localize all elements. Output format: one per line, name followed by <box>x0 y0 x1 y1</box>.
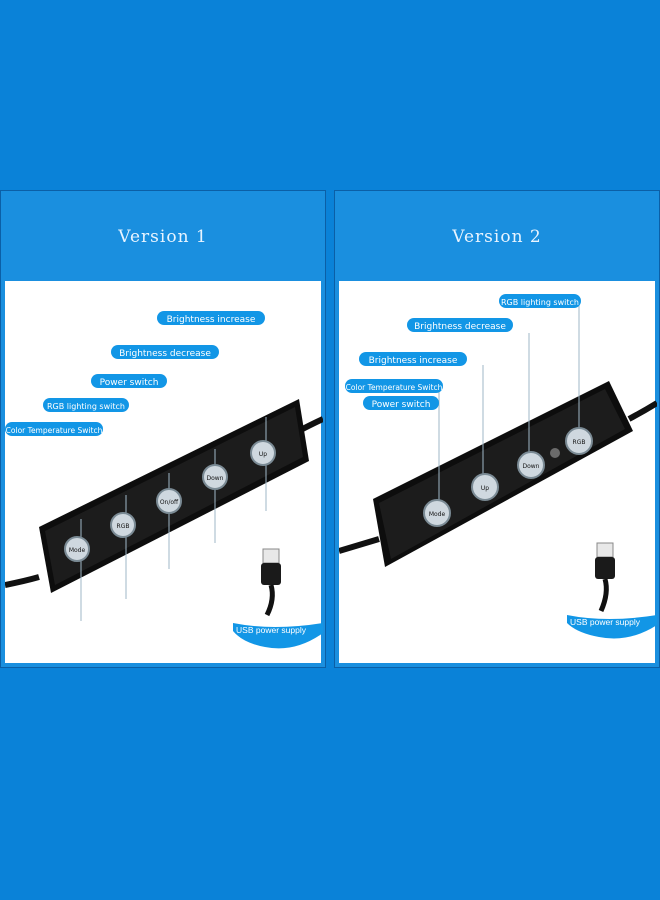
callout-brightness-increase: Brightness increase <box>157 311 265 325</box>
svg-text:RGB lighting switch: RGB lighting switch <box>47 402 125 411</box>
power-button[interactable]: On/off <box>156 488 182 514</box>
mode-button[interactable]: Mode <box>423 499 451 527</box>
indicator-light-icon <box>550 448 560 458</box>
up-button[interactable]: Up <box>471 473 499 501</box>
mode-button[interactable]: Mode <box>64 536 90 562</box>
svg-text:Power switch: Power switch <box>372 400 431 410</box>
rgb-button[interactable]: RGB <box>565 427 593 455</box>
svg-text:Power switch: Power switch <box>100 378 159 388</box>
rgb-button[interactable]: RGB <box>110 512 136 538</box>
version-1-controller-illustration: Brightness increase Brightness decrease … <box>5 311 323 649</box>
svg-text:Up: Up <box>259 451 267 458</box>
svg-text:Down: Down <box>206 475 223 482</box>
callout-power-switch: Power switch <box>363 396 439 410</box>
callout-power-switch: Power switch <box>91 374 167 388</box>
callout-rgb-lighting-switch: RGB lighting switch <box>499 294 581 308</box>
svg-text:USB power supply: USB power supply <box>570 617 641 627</box>
callout-brightness-decrease: Brightness decrease <box>111 345 219 359</box>
usb-plug-icon <box>261 548 281 617</box>
svg-text:Mode: Mode <box>69 547 86 554</box>
svg-text:On/off: On/off <box>160 499 179 506</box>
version-1-image: Brightness increase Brightness decrease … <box>5 281 323 663</box>
svg-text:Brightness increase: Brightness increase <box>369 356 458 366</box>
version-2-image: RGB lighting switch Brightness decrease … <box>339 281 657 663</box>
svg-text:Brightness decrease: Brightness decrease <box>119 349 211 359</box>
down-button[interactable]: Down <box>202 464 228 490</box>
version-1-panel: Version 1 Brightness increase <box>0 190 326 668</box>
svg-text:RGB lighting switch: RGB lighting switch <box>501 298 579 307</box>
version-1-header: Version 1 <box>1 191 325 281</box>
svg-text:Color Temperature Switch: Color Temperature Switch <box>6 426 103 435</box>
svg-text:Brightness decrease: Brightness decrease <box>414 322 506 332</box>
svg-text:Mode: Mode <box>429 511 446 518</box>
down-button[interactable]: Down <box>517 451 545 479</box>
svg-text:Color Temperature Switch: Color Temperature Switch <box>346 383 443 392</box>
svg-text:RGB: RGB <box>573 439 586 446</box>
callout-brightness-decrease: Brightness decrease <box>407 318 513 332</box>
svg-text:Down: Down <box>522 463 539 470</box>
svg-text:RGB: RGB <box>117 523 130 530</box>
usb-plug-icon <box>595 542 615 613</box>
callout-brightness-increase: Brightness increase <box>359 352 467 366</box>
version-2-header: Version 2 <box>335 191 659 281</box>
usb-power-supply-badge: USB power supply <box>567 615 657 639</box>
version-2-controller-illustration: RGB lighting switch Brightness decrease … <box>339 294 657 639</box>
version-2-title: Version 2 <box>452 227 542 247</box>
svg-text:Brightness increase: Brightness increase <box>167 315 256 325</box>
version-1-title: Version 1 <box>118 227 208 247</box>
callout-color-temperature-switch: Color Temperature Switch <box>5 422 103 436</box>
up-button[interactable]: Up <box>250 440 276 466</box>
svg-text:USB power supply: USB power supply <box>236 625 307 635</box>
version-2-panel: Version 2 RGB lighting switch <box>334 190 660 668</box>
svg-text:Up: Up <box>481 485 489 492</box>
callout-color-temperature-switch: Color Temperature Switch <box>345 379 443 393</box>
callout-rgb-lighting-switch: RGB lighting switch <box>43 398 129 412</box>
usb-power-supply-badge: USB power supply <box>233 623 323 649</box>
